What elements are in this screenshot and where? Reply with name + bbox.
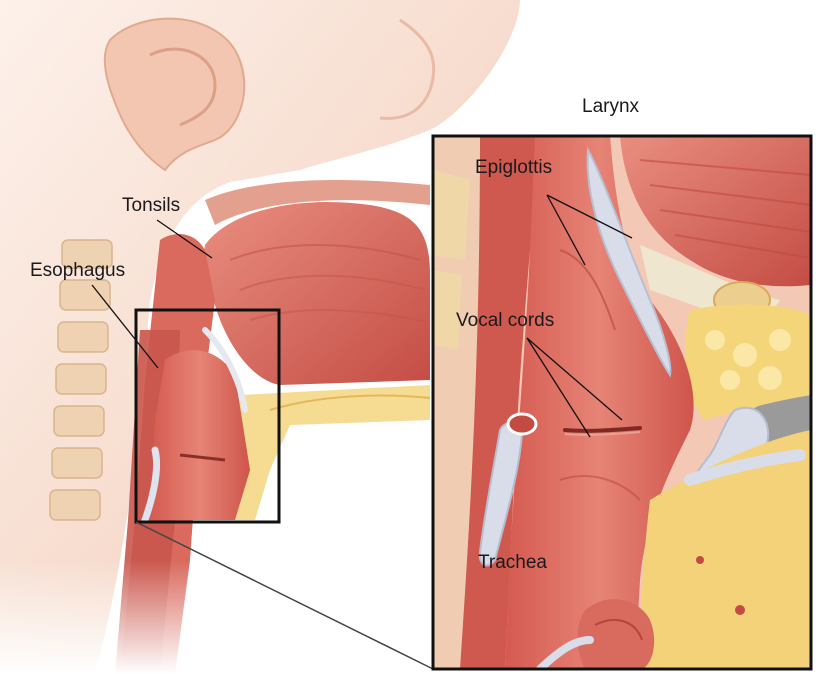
label-epiglottis: Epiglottis	[475, 158, 552, 177]
tongue	[204, 202, 430, 385]
label-esophagus: Esophagus	[30, 261, 125, 280]
label-vocal-cords: Vocal cords	[456, 311, 554, 330]
larynx-inset	[433, 136, 811, 669]
label-tonsils: Tonsils	[122, 196, 180, 215]
label-trachea: Trachea	[478, 553, 547, 572]
label-larynx: Larynx	[582, 97, 639, 116]
